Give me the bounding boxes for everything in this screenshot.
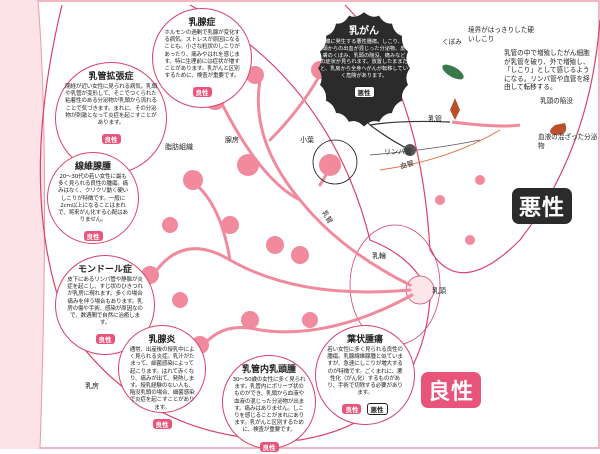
card-title: 乳腺炎: [148, 335, 176, 345]
card-text: 30～50歳の女性に多く見られます。乳管内にポリープ状のものができ、乳頭から血液…: [232, 377, 306, 434]
card-text: 皮下にあるリンパ管や静脈が炎症を起こし、すじ状のひきつれが乳房に現れます。多くの…: [67, 277, 143, 327]
benign-badge: 良性: [342, 404, 362, 415]
benign-badge: 良性: [152, 418, 172, 429]
card-breast-cancer: 乳がん 乳腺に発生する悪性腫瘍。しこり、乳頭からの出血が混じった分泌物、皮膚のく…: [312, 10, 416, 128]
label-fat: 脂肪組織: [165, 143, 193, 151]
card-text: ホルモンの過剰で乳腺が変化する病気。ストレスが原因になることも。小さな粒状のしこ…: [164, 30, 240, 80]
lobules: [141, 61, 485, 354]
lymph-vessel: [369, 139, 481, 156]
malignant-badge: 悪性: [366, 403, 388, 416]
note-dimple: くぼみ: [442, 38, 462, 46]
label-nipple: 乳頭: [432, 287, 446, 295]
card-1: 乳腺症ホルモンの過剰で乳腺が変化する病気。ストレスが原因になることも。小さな粒状…: [152, 8, 252, 108]
note-hard-lump: 境界がはっきりした硬いしこり: [468, 26, 534, 43]
card-3: 線維腺腫 20～30代の若い女性に最も多く見られる良性の腫瘍。痛みはなく、クリクリ…: [47, 152, 139, 244]
card-text: 閉経が近い女性に見られる病気。乳頭や乳管が変形して、そこでつくられた粘着性のある…: [65, 84, 157, 127]
card-text: 20～30代の若い女性に最も多く見られる良性の腫瘍。痛みはなく、クリクリ動く硬い…: [57, 174, 129, 224]
label-breast: 乳房: [85, 382, 99, 390]
note-bloody: 血液の混ざった分泌物: [538, 133, 598, 150]
label-acinus: 腺房: [225, 136, 239, 144]
bloody-discharge-drop: [550, 123, 567, 135]
card-text: 乳腺に発生する悪性腫瘍。しこり、乳頭からの出血が混じった分泌物、皮膚のくぼみ、乳…: [320, 39, 408, 79]
card-title: 乳がん: [349, 26, 379, 37]
blood-vessel: [379, 129, 501, 171]
scalloped-shape: [318, 12, 410, 127]
malignant-duct: [451, 120, 521, 128]
card-title: 線維腺腫: [74, 162, 111, 172]
hard-lump: [442, 64, 464, 80]
card-title: モンドール症: [77, 265, 132, 275]
card-text: 若い女性に多く見られる良性の腫瘍。乳腺線維腺腫と似ていますが、急速にしこりが増大…: [327, 347, 403, 397]
label-areola: 乳輪: [372, 252, 386, 260]
card-title: 乳管拡張症: [88, 72, 134, 82]
card-7: 葉状腫瘍若い女性に多く見られる良性の腫瘍。乳腺線維腺腫と似ていますが、急速にしこ…: [315, 325, 415, 425]
benign-badge: 良性: [101, 134, 121, 145]
label-lymph: リンパ管: [384, 148, 412, 156]
milk-ducts: [148, 73, 414, 352]
note-spread: 乳管の中で増殖したがん細胞が乳管を破り、外で増殖し、「しこり」として感じるように…: [504, 49, 590, 91]
benign-badge: 良性: [192, 87, 212, 98]
benign-badge: 良性: [83, 231, 103, 242]
card-5: 乳腺炎通常、出産後の授乳中によく見られる炎症。乳汁がたまって、細菌感染によって起…: [118, 325, 206, 429]
chest-wall: [0, 0, 45, 449]
section-benign: 良性: [421, 372, 482, 408]
note-retraction: 乳頭の陥没: [540, 97, 573, 105]
card-text: 通常、出産後の授乳中によく見られる炎症。乳汁がたまって、細菌感染によって起こりま…: [129, 347, 195, 411]
label-duct-malignant: 乳管: [428, 115, 442, 123]
benign-badge: 良性: [259, 441, 279, 452]
label-lobule: 小葉: [300, 136, 314, 144]
lobule-callout: [312, 139, 358, 185]
card-4: モンドール症皮下にあるリンパ管や静脈が炎症を起こし、すじ状のひきつれが乳房に現れ…: [55, 255, 155, 355]
malignant-badge: 悪性: [353, 85, 375, 98]
card-6: 乳管内乳頭腫 30～50歳の女性に多く見られます。乳管内にポリープ状のものができ、…: [222, 355, 316, 452]
section-malignant: 悪性: [512, 188, 573, 224]
tumor: [450, 98, 460, 120]
benign-badge: 良性: [95, 334, 115, 345]
card-title: 乳管内乳頭腫: [241, 365, 296, 375]
card-title: 葉状腫瘍: [346, 335, 383, 345]
card-title: 乳腺症: [188, 18, 216, 28]
